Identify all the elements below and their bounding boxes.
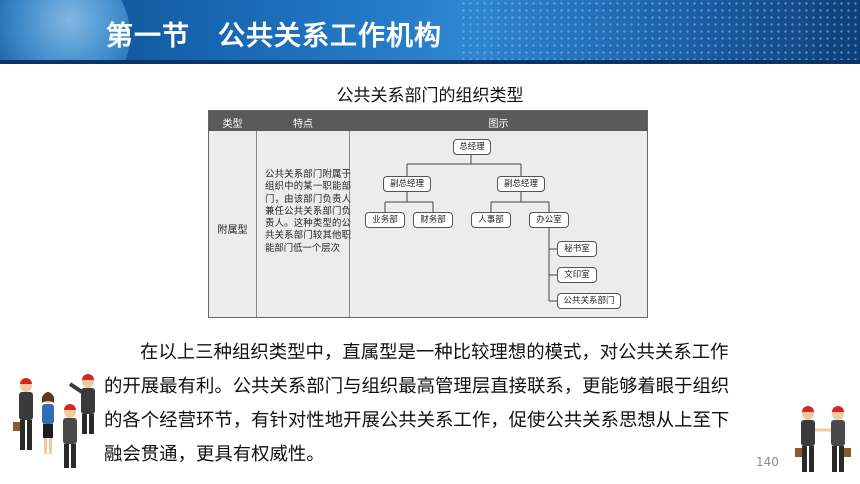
- node-pr-department: 公共关系部门: [557, 293, 621, 309]
- node-general-manager: 总经理: [453, 139, 491, 155]
- table-cell-feature: 公共关系部门附属于组织中的某一职能部门，由该部门负责人兼任公共关系部门负责人。这…: [265, 169, 351, 254]
- node-secretary: 秘书室: [557, 241, 597, 257]
- header-banner: 第一节 公共关系工作机构: [0, 0, 860, 64]
- table-header-feature: 特点: [293, 119, 313, 130]
- node-print-room: 文印室: [557, 267, 597, 283]
- banner-stripe: [0, 60, 860, 64]
- node-vp-right: 副总经理: [497, 176, 545, 192]
- page-number: 140: [756, 455, 779, 469]
- table-header-diagram: 图示: [488, 119, 509, 130]
- node-vp-left: 副总经理: [383, 176, 431, 192]
- node-dept-sales: 业务部: [365, 212, 405, 228]
- node-dept-hr: 人事部: [471, 212, 511, 228]
- globe-graphic: [0, 0, 130, 64]
- figure-caption: 公共关系部门的组织类型: [336, 86, 524, 106]
- node-dept-finance: 财务部: [413, 212, 453, 228]
- business-team-illustration: [13, 374, 95, 468]
- world-map-dots: [460, 0, 860, 64]
- org-chart-connectors: [384, 155, 557, 302]
- table-header-type: 类型: [222, 119, 243, 130]
- table-cell-type: 附属型: [217, 225, 248, 236]
- org-chart-diagram: 总经理 副总经理 副总经理 业务部 财务部 人事部 办公室 秘书室 文印室 公共…: [349, 131, 647, 317]
- column-divider: [349, 131, 350, 317]
- handshake-illustration: [795, 406, 851, 472]
- node-dept-office: 办公室: [529, 212, 569, 228]
- table-header-row: 类型 特点 图示: [209, 111, 647, 131]
- column-divider: [256, 131, 257, 317]
- body-paragraph: 在以上三种组织类型中，直属型是一种比较理想的模式，对公共关系工作的开展最有利。公…: [104, 342, 730, 465]
- page-title: 第一节 公共关系工作机构: [106, 21, 442, 52]
- org-type-table: 类型 特点 图示 附属型 公共关系部门附属于组织中的某一职能部门，由该部门负责人…: [208, 110, 648, 318]
